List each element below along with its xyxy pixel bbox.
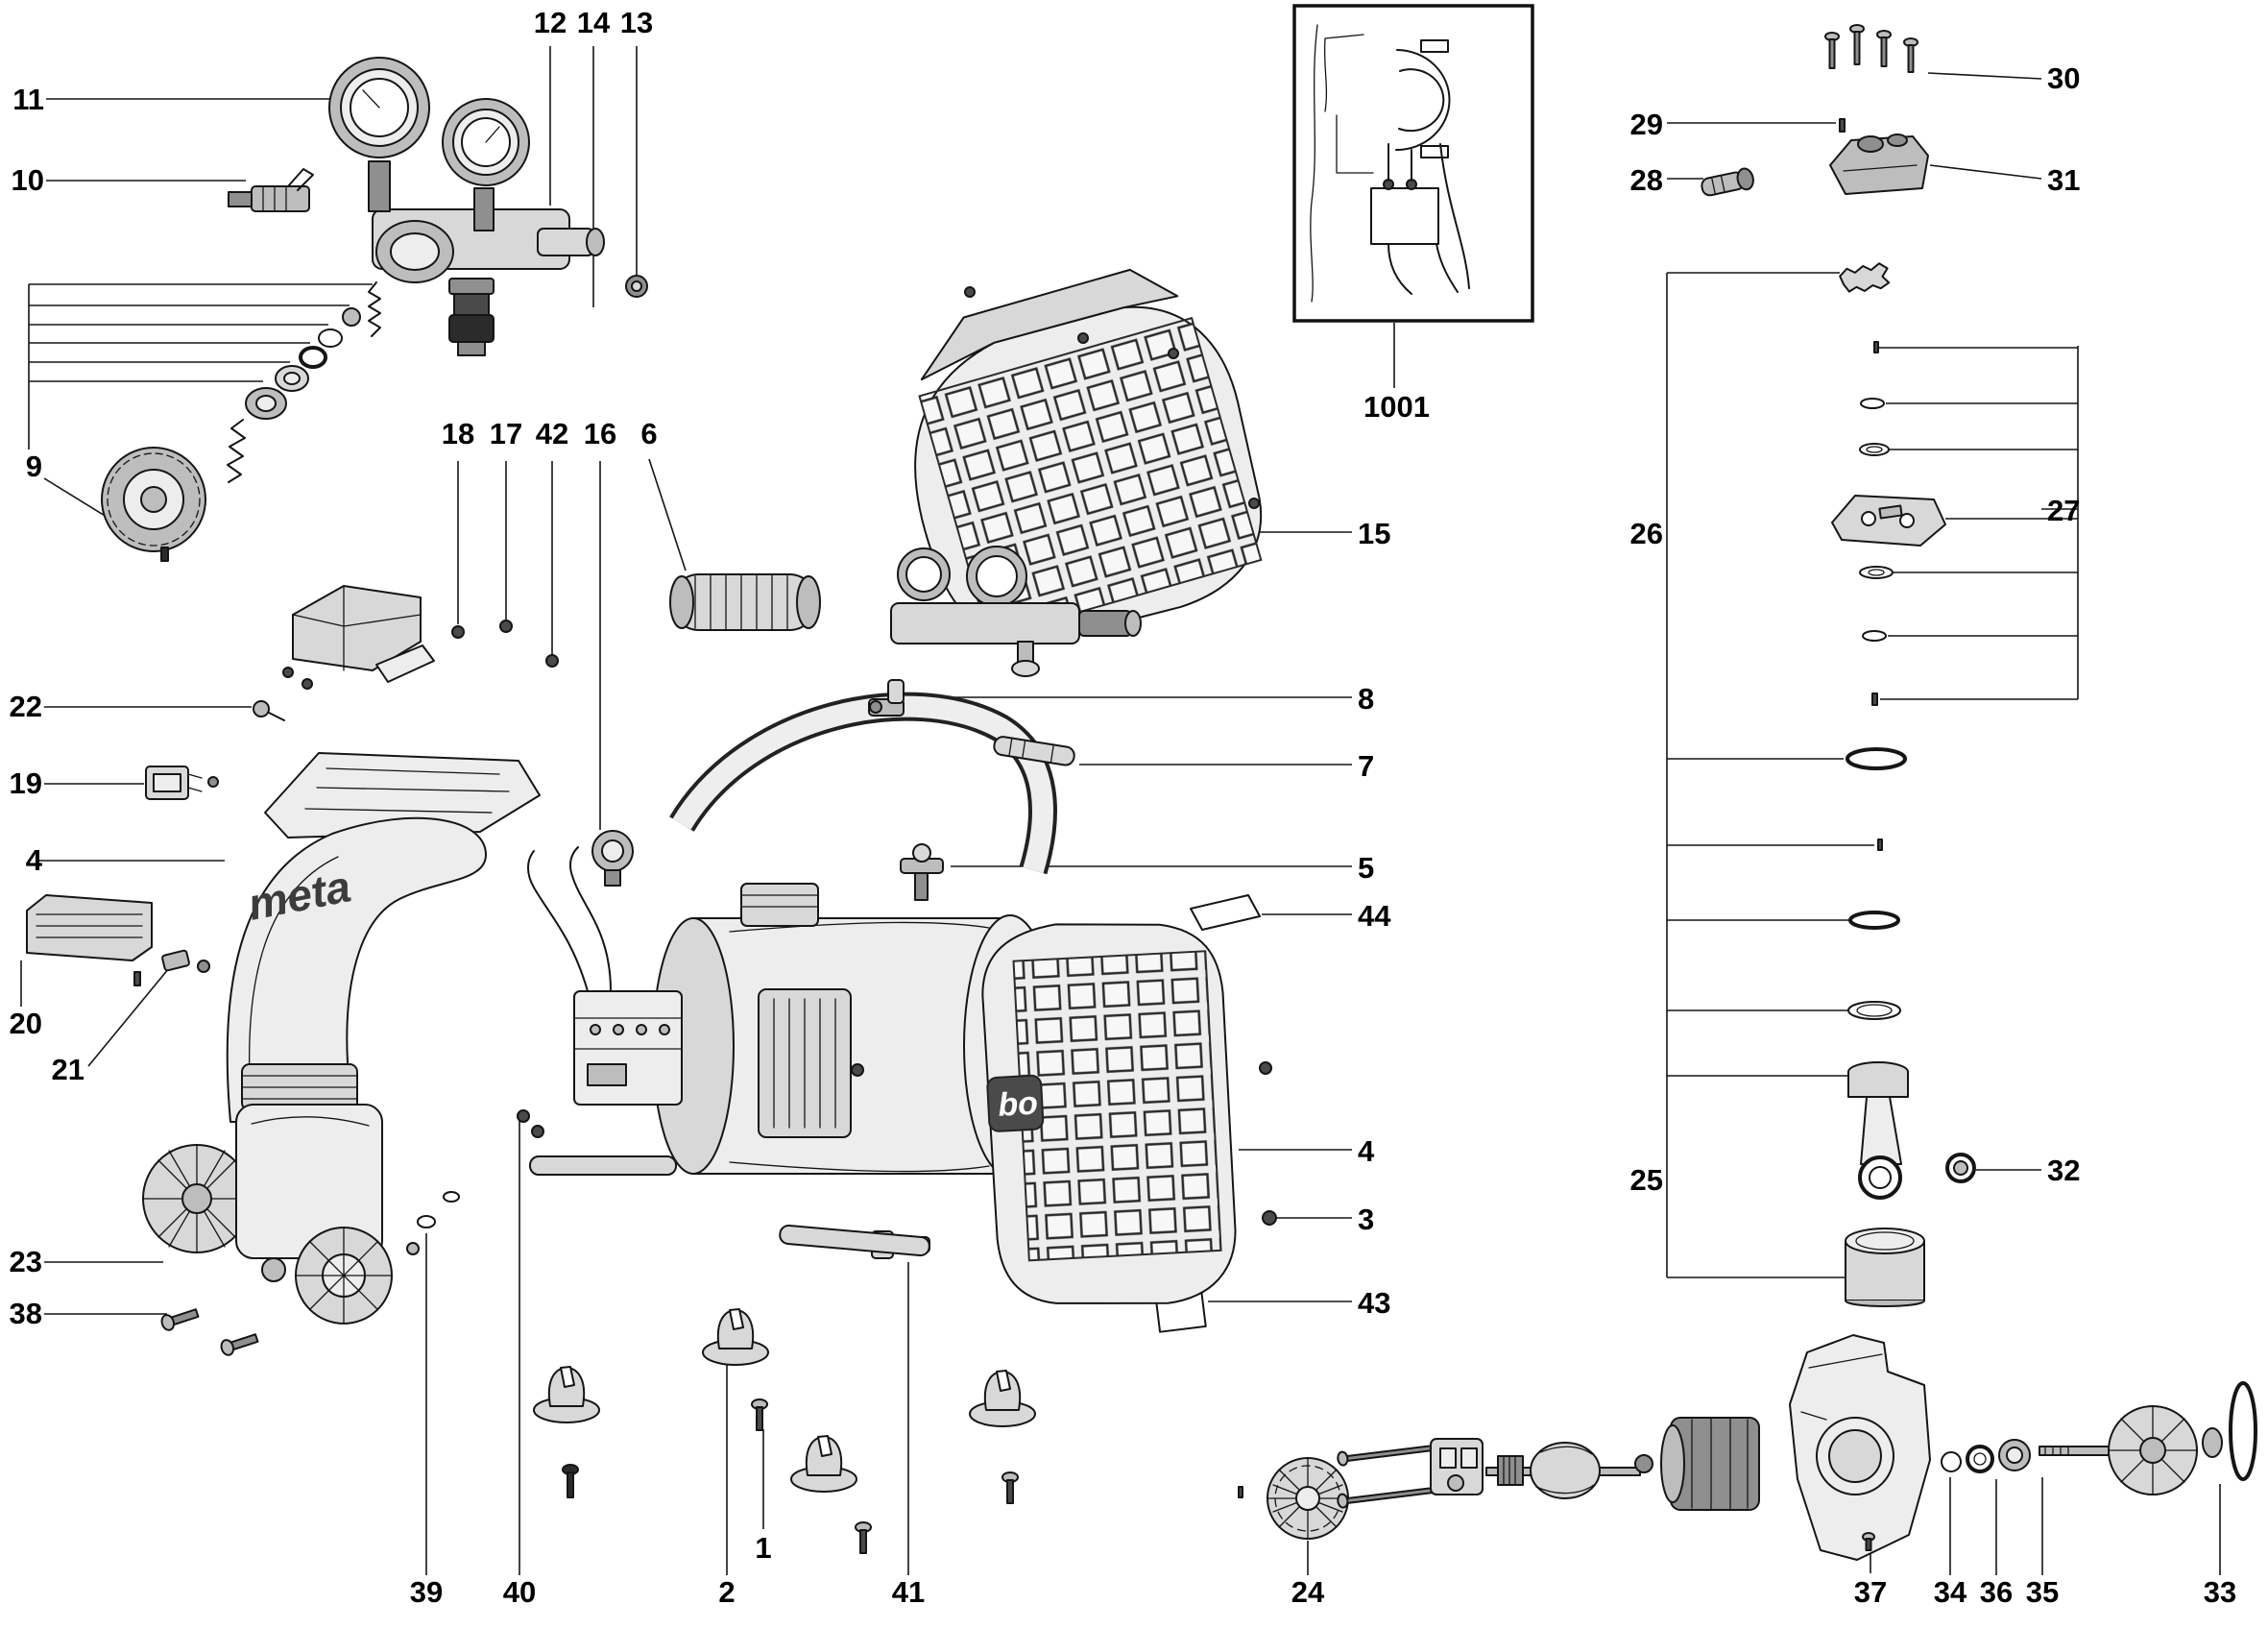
wires [527,846,612,992]
rotor [1485,1442,1653,1499]
callout-18: 18 [441,417,475,450]
callout-27: 27 [2047,494,2081,527]
cylinder-head-31 [1829,134,1929,195]
leader-lines [20,46,2221,1575]
drain-fitting [228,168,314,212]
pump-assembly [142,1063,393,1325]
callout-4-right: 4 [1358,1134,1375,1168]
rubber-feet [533,1308,1036,1493]
wiring-inset [1292,4,1534,323]
callout-5: 5 [1358,851,1375,885]
valve-parts-stack [1701,24,1976,1307]
callout-22: 22 [9,690,42,723]
right-grille-cover: bo [981,923,1237,1304]
callout-17: 17 [489,417,523,450]
callout-20: 20 [9,1007,42,1040]
callout-6: 6 [640,417,658,450]
outlet-gauges [890,546,1142,677]
filter-box [282,585,559,690]
callout-8: 8 [1358,682,1375,716]
callout-35: 35 [2025,1575,2060,1609]
callout-3: 3 [1358,1203,1375,1236]
callout-42: 42 [535,417,569,450]
small-parts-misc [406,1191,460,1255]
motor-exploded [1238,1334,2257,1561]
screw-37 [1862,1532,1875,1551]
callout-29: 29 [1629,108,1663,141]
callout-11: 11 [12,83,44,116]
power-switch [145,766,219,800]
callout-21: 21 [51,1053,84,1086]
callout-13: 13 [619,6,654,39]
callout-37: 37 [1853,1575,1888,1609]
regulator-parts-chain [101,281,381,562]
stator [1660,1417,1760,1511]
vent-grate [26,894,153,961]
piston-rod [1847,1061,1909,1200]
cylinder-sleeve [1845,1228,1925,1307]
callout-1001: 1001 [1363,390,1430,424]
bearing-32 [1945,1153,1976,1183]
callout-44: 44 [1358,899,1391,933]
feet-screws [562,1398,1019,1554]
crankcase [1789,1334,1931,1561]
callout-23: 23 [9,1245,42,1278]
elbow-fitting-28 [1701,167,1754,197]
callout-12: 12 [533,6,567,39]
pcb [517,990,683,1138]
callout-39: 39 [409,1575,444,1609]
regulator-knob [101,447,206,552]
brush-holder [1430,1438,1484,1495]
air-fittings [529,679,1277,1333]
gauge-manifold-assembly [228,57,648,356]
callout-34: 34 [1933,1575,1967,1609]
head-screws [1824,24,1918,73]
callout-14: 14 [576,6,611,39]
callout-2: 2 [718,1575,736,1609]
valve-plate-27 [1831,495,1946,547]
fan-wheel [2108,1405,2198,1495]
brand-bo: bo [997,1085,1038,1124]
callout-28: 28 [1629,163,1663,197]
callout-24: 24 [1291,1575,1325,1609]
callout-1: 1 [755,1531,772,1565]
callout-40: 40 [502,1575,537,1609]
callout-25: 25 [1629,1163,1663,1197]
callout-19: 19 [9,766,42,800]
callout-16: 16 [583,417,617,450]
callout-32: 32 [2047,1154,2081,1187]
grip [669,573,821,631]
callout-9: 9 [25,450,42,483]
fan-impeller [1267,1457,1349,1540]
screw-22 [253,700,285,721]
callout-41: 41 [891,1575,926,1609]
callout-33: 33 [2203,1575,2237,1609]
mount-screws [160,1308,259,1356]
callout-15: 15 [1358,517,1391,550]
callout-7: 7 [1358,749,1375,783]
cap-nut-13 [625,275,648,298]
callout-4-left: 4 [25,843,42,877]
quick-coupler [448,278,495,356]
callout-36: 36 [1979,1575,2014,1609]
brand-bo-badge: bo [986,1074,1045,1132]
callout-30: 30 [2047,61,2081,95]
callout-26: 26 [1629,517,1663,550]
callout-43: 43 [1358,1286,1391,1320]
callout-10: 10 [11,163,44,197]
callout-38: 38 [9,1297,42,1330]
cover-screws [964,286,1260,509]
clip-parts [133,949,210,986]
callout-31: 31 [2047,163,2081,197]
